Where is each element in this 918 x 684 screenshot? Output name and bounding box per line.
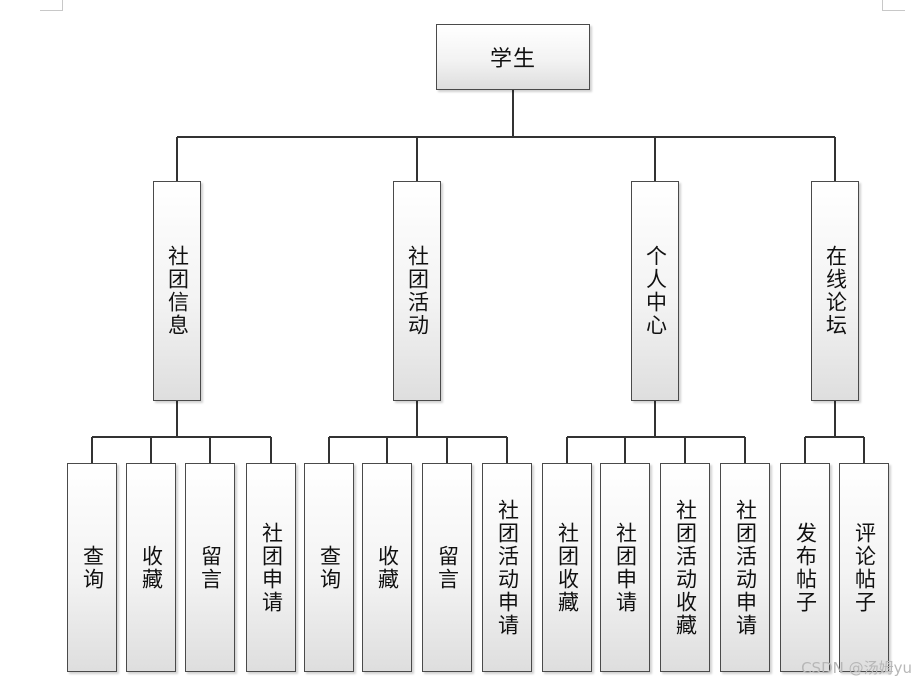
leaf-node: 社团活动申请 — [720, 463, 770, 672]
leaf-node: 社团申请 — [600, 463, 650, 672]
leaf-node: 留言 — [185, 463, 235, 672]
module-node-online-forum: 在线论坛 — [811, 181, 859, 401]
leaf-label: 发布帖子 — [793, 521, 818, 614]
root-node: 学生 — [436, 24, 590, 90]
leaf-node: 社团活动收藏 — [660, 463, 710, 672]
leaf-node: 评论帖子 — [839, 463, 889, 672]
leaf-node: 收藏 — [362, 463, 412, 672]
page-corner-mark-top-left — [40, 0, 63, 11]
leaf-label: 留言 — [198, 544, 223, 591]
leaf-label: 查询 — [317, 544, 342, 591]
page-corner-mark-top-right — [882, 0, 905, 11]
leaf-node: 社团收藏 — [542, 463, 592, 672]
leaf-label: 收藏 — [139, 544, 164, 591]
module-label: 社团信息 — [165, 245, 190, 337]
leaf-label: 社团活动收藏 — [673, 498, 698, 637]
module-label: 个人中心 — [643, 245, 668, 337]
leaf-label: 社团活动申请 — [495, 498, 520, 637]
leaf-label: 收藏 — [375, 544, 400, 591]
root-label: 学生 — [489, 47, 536, 72]
leaf-node: 发布帖子 — [780, 463, 830, 672]
module-node-club-activity: 社团活动 — [393, 181, 441, 401]
leaf-label: 评论帖子 — [852, 521, 877, 614]
module-label: 在线论坛 — [823, 245, 848, 337]
leaf-node: 社团申请 — [246, 463, 296, 672]
module-label: 社团活动 — [405, 245, 430, 337]
leaf-label: 查询 — [80, 544, 105, 591]
leaf-label: 社团收藏 — [555, 521, 580, 614]
leaf-node: 收藏 — [126, 463, 176, 672]
leaf-node: 查询 — [67, 463, 117, 672]
leaf-node: 留言 — [422, 463, 472, 672]
module-node-club-info: 社团信息 — [153, 181, 201, 401]
leaf-label: 社团活动申请 — [733, 498, 758, 637]
leaf-label: 留言 — [435, 544, 460, 591]
module-node-personal-center: 个人中心 — [631, 181, 679, 401]
leaf-node: 查询 — [304, 463, 354, 672]
leaf-label: 社团申请 — [613, 521, 638, 614]
watermark: CSDN @汤姆yu — [801, 659, 912, 677]
leaf-label: 社团申请 — [259, 521, 284, 614]
leaf-node: 社团活动申请 — [482, 463, 532, 672]
